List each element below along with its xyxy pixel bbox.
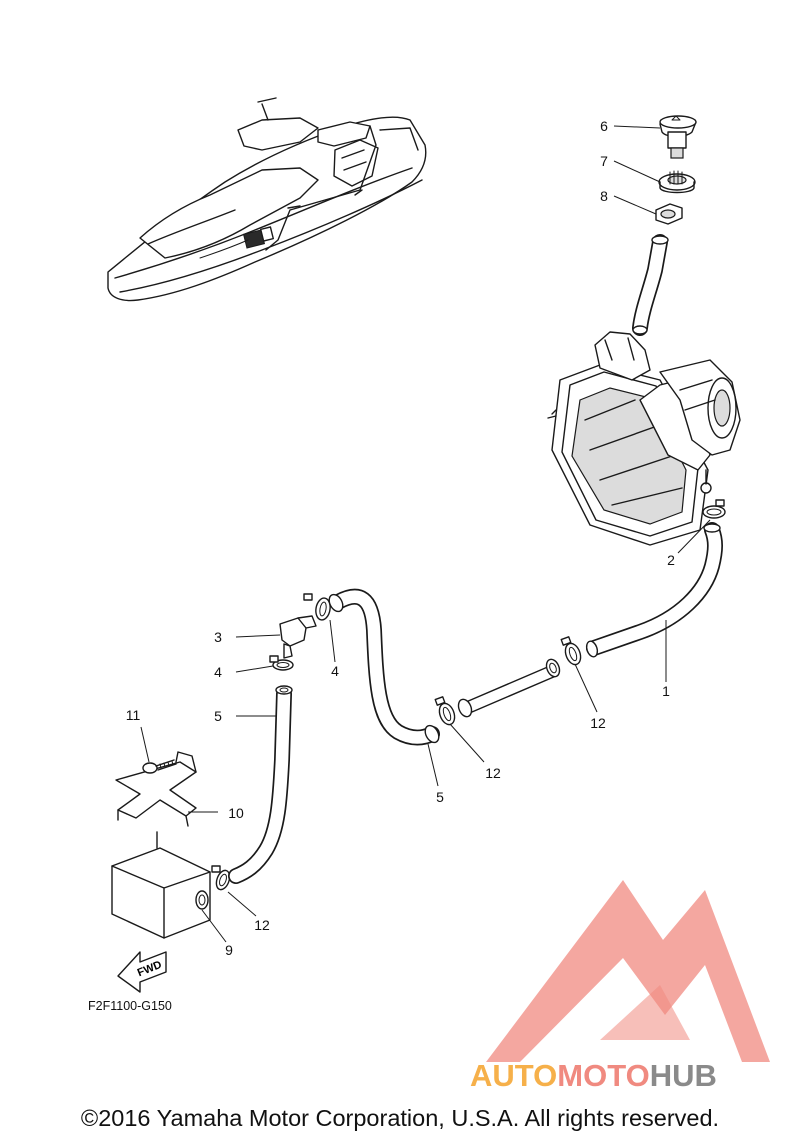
bracket-10 [115,751,197,827]
callout-labels: 6 7 8 2 1 12 12 5 3 4 4 5 11 10 12 9 [126,118,675,958]
callout-9: 9 [225,942,233,958]
watermark-logo-inner [600,985,690,1040]
clamp-12-middle [434,696,456,726]
watermark-logo [486,880,770,1062]
watermark-text-moto: MOTO [557,1058,649,1093]
elbow-fitting-3 [279,615,317,659]
vent-hose-upper [632,234,669,336]
callout-12-right: 12 [590,715,606,731]
clamp-12-right [560,636,582,666]
callout-3: 3 [214,629,222,645]
water-box-9 [111,831,211,939]
callout-7: 7 [600,153,608,169]
callout-4-elbow: 4 [214,664,222,680]
callout-10: 10 [228,805,244,821]
callout-4-top: 4 [331,663,339,679]
watermark-text-auto: AUTO [470,1058,557,1093]
pipe-fitting [457,658,561,718]
filler-cap-assembly [655,115,697,225]
watermark-text-hub: HUB [650,1058,717,1093]
callout-8: 8 [600,188,608,204]
watermark-text: AUTOMOTOHUB [470,1058,717,1093]
callout-5-main: 5 [436,789,444,805]
leader-lines [140,125,711,943]
callout-12-middle: 12 [485,765,501,781]
callout-1: 1 [662,683,670,699]
callout-6: 6 [600,118,608,134]
clamp-4-elbow [269,655,294,671]
diagram-code: F2F1100-G150 [88,999,172,1013]
clamp-4-top [303,593,331,621]
copyright-notice: ©2016 Yamaha Motor Corporation, U.S.A. A… [81,1105,719,1131]
screw-11 [142,759,177,774]
hose-5-lower [228,685,293,884]
clamp-2 [702,499,726,519]
watermark-logo-mark [486,880,770,1062]
callout-2: 2 [667,552,675,568]
fwd-arrow: FWD [117,951,167,993]
hose-clamps [211,499,726,891]
jet-pump-housing [547,331,741,546]
hose-1 [585,522,723,658]
clamp-12-left [211,865,231,891]
jet-ski-overview-illustration [107,97,427,302]
callout-12-left: 12 [254,917,270,933]
hose-5-main [328,588,440,746]
callout-5-lower: 5 [214,708,222,724]
callout-11: 11 [126,707,141,723]
